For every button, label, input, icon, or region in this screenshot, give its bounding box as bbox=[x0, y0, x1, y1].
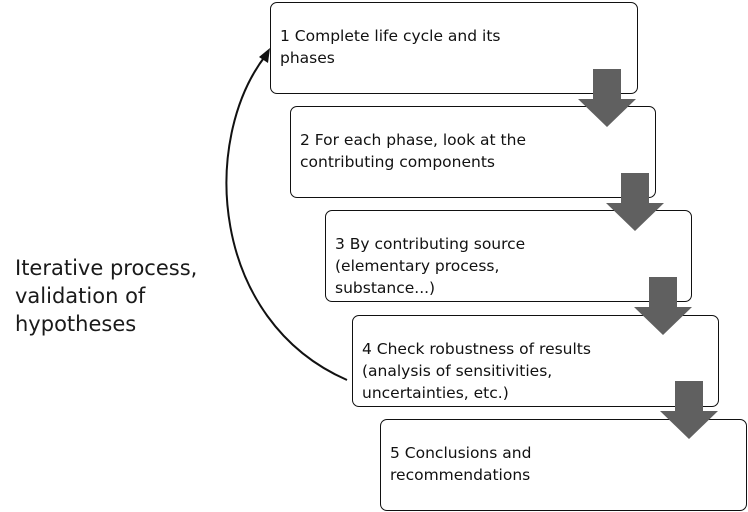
down-arrow-4 bbox=[660, 381, 718, 439]
step-box-2: 2 For each phase, look at the contributi… bbox=[290, 106, 656, 198]
step-box-4: 4 Check robustness of results (analysis … bbox=[352, 315, 719, 407]
step-box-1: 1 Complete life cycle and its phases bbox=[270, 2, 638, 94]
iteration-loop-curve bbox=[225, 54, 348, 381]
step-4-text: 4 Check robustness of results (analysis … bbox=[362, 340, 591, 402]
down-arrow-3 bbox=[634, 277, 692, 335]
step-3-text: 3 By contributing source (elementary pro… bbox=[335, 235, 526, 297]
iteration-loop-arrowhead bbox=[259, 48, 270, 63]
step-2-text: 2 For each phase, look at the contributi… bbox=[300, 131, 526, 171]
step-5-text: 5 Conclusions and recommendations bbox=[390, 444, 532, 484]
side-label: Iterative process, validation of hypothe… bbox=[15, 256, 198, 336]
down-arrow-1 bbox=[578, 69, 636, 127]
down-arrow-2 bbox=[606, 173, 664, 231]
step-1-text: 1 Complete life cycle and its phases bbox=[280, 27, 501, 67]
